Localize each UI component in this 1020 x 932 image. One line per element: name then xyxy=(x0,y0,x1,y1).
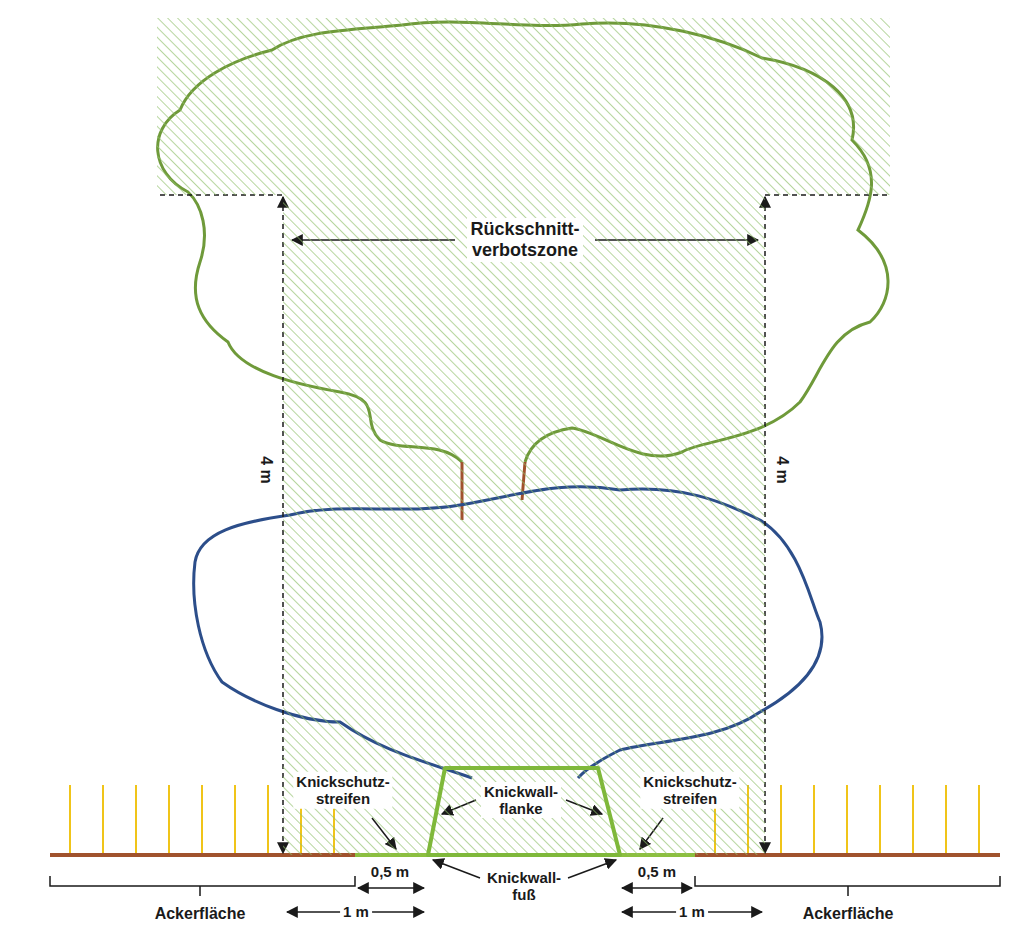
dimension-label: 1 m xyxy=(340,902,372,921)
zone-label: Rückschnitt- verbotszone xyxy=(467,218,582,261)
hedge-bank-shape xyxy=(428,768,620,855)
strip-label: Knickschutz- streifen xyxy=(293,772,392,809)
bank-foot-label: Knickwall- fuß xyxy=(484,868,564,905)
no-cut-zone-shape xyxy=(157,18,890,855)
strip-label: Knickschutz- streifen xyxy=(640,772,739,809)
no-cut-zone-outline xyxy=(157,18,890,855)
height-dimension-label: 4 m xyxy=(256,453,276,487)
dimension-label: 1 m xyxy=(676,902,708,921)
dimension-label: 0,5 m xyxy=(368,862,412,881)
zone-label: Knickwall- flanke xyxy=(481,782,561,819)
field-label: Ackerfläche xyxy=(152,904,249,924)
height-dimension-label: 4 m xyxy=(772,453,792,487)
no-cut-zone: Rückschnitt- verbotszoneKnickwall- flank… xyxy=(157,18,890,855)
hedge-bank: Knickwall- flanke xyxy=(428,768,620,855)
dimension-label: 0,5 m xyxy=(635,862,679,881)
field-label: Ackerfläche xyxy=(800,904,897,924)
